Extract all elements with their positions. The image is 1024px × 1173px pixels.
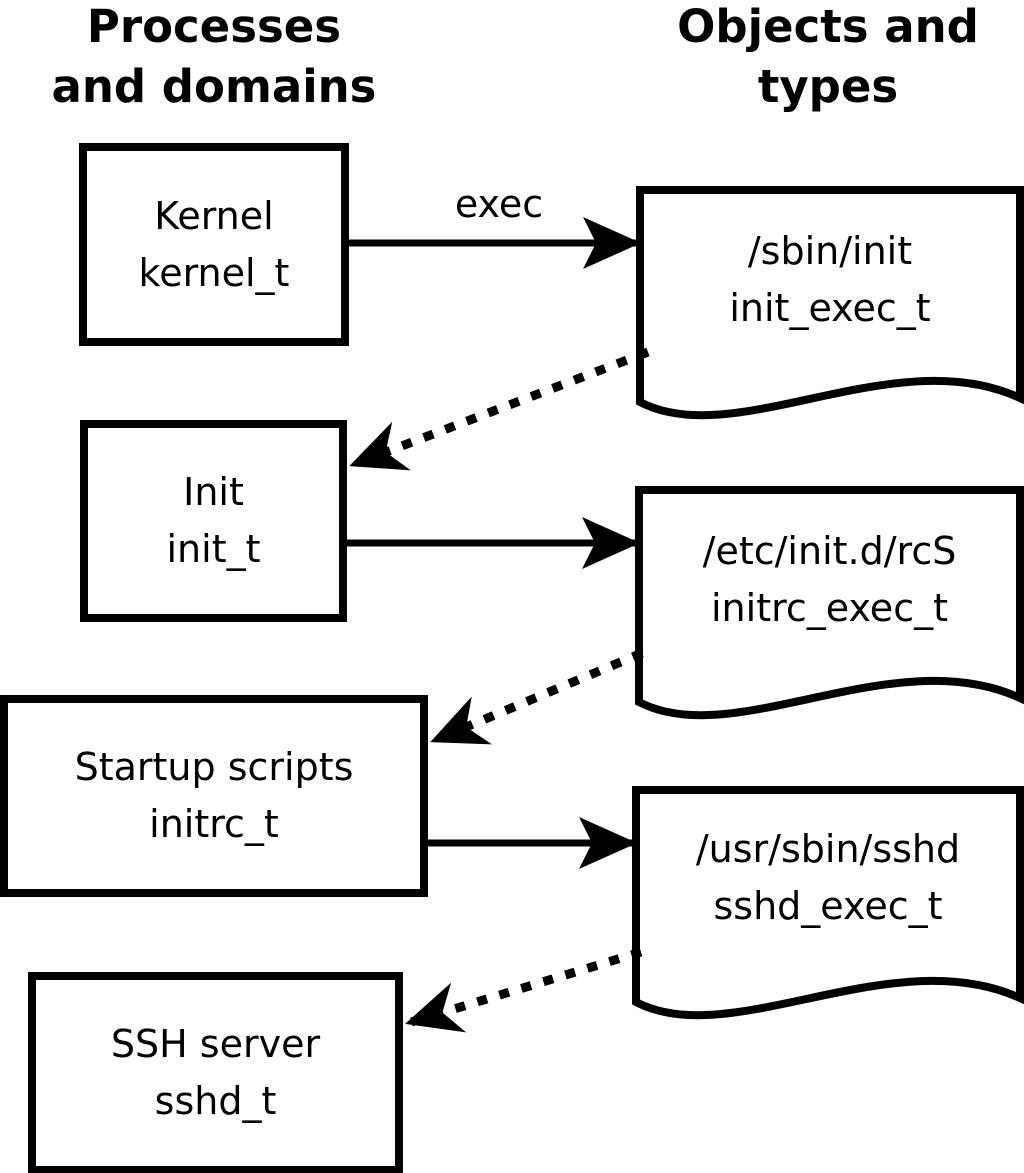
object-type: init_exec_t xyxy=(729,286,931,330)
right-column-header: Objects and types xyxy=(677,0,979,113)
process-name: Kernel xyxy=(154,193,274,238)
process-type: init_t xyxy=(166,527,261,571)
process-box-kernel: Kernel kernel_t xyxy=(79,143,349,346)
exec-arrow-label: exec xyxy=(454,182,544,226)
process-name: Startup scripts xyxy=(74,745,354,789)
process-box-init: Init init_t xyxy=(80,420,347,622)
object-path: /etc/init.d/rcS xyxy=(702,529,957,573)
process-box-ssh-server: SSH server sshd_t xyxy=(28,972,403,1173)
process-name: Init xyxy=(183,470,244,514)
process-box-startup-scripts: Startup scripts initrc_t xyxy=(0,695,428,897)
dotted-arrow-usr-sbin-sshd-to-sshd xyxy=(405,947,643,1033)
document-shape-sbin-init xyxy=(636,186,1024,420)
object-label-usr-sbin-sshd: /usr/sbin/sshd sshd_exec_t xyxy=(636,821,1020,935)
process-type: initrc_t xyxy=(149,802,279,846)
document-shape-usr-sbin-sshd xyxy=(632,786,1024,1020)
object-path: /usr/sbin/sshd xyxy=(695,827,961,871)
document-shape-etc-initd-rcs xyxy=(635,486,1024,720)
process-type: kernel_t xyxy=(138,250,290,295)
dotted-arrow-sbin-init-to-init xyxy=(349,347,650,471)
object-type: initrc_exec_t xyxy=(711,586,948,630)
left-column-header: Processes and domains xyxy=(51,0,377,113)
process-name: SSH server xyxy=(110,1022,321,1066)
dotted-arrow-etc-initd-rcs-to-startup xyxy=(430,648,644,746)
process-type: sshd_t xyxy=(154,1079,277,1123)
object-path: /sbin/init xyxy=(747,229,913,273)
object-label-etc-initd-rcs: /etc/init.d/rcS initrc_exec_t xyxy=(639,523,1020,637)
object-type: sshd_exec_t xyxy=(713,884,943,928)
object-label-sbin-init: /sbin/init init_exec_t xyxy=(640,223,1020,337)
